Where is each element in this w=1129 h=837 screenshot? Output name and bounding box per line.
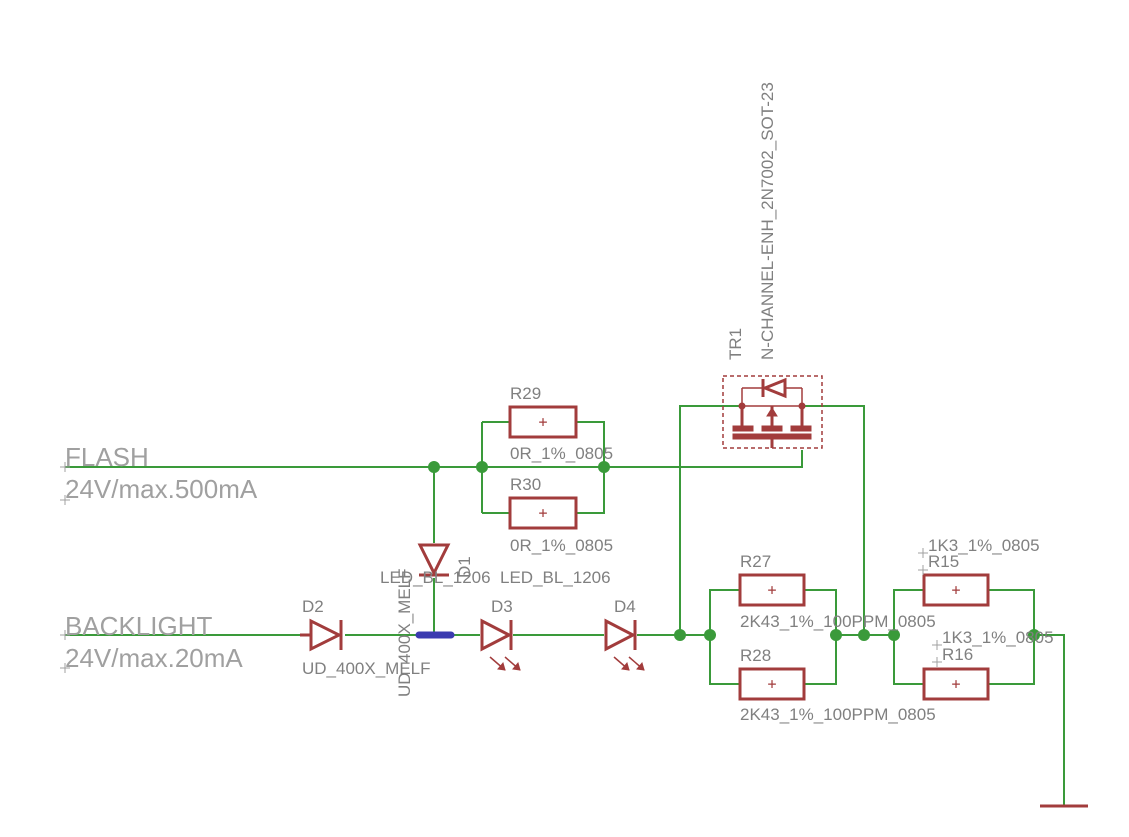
resistor-body: [738, 667, 806, 701]
net-backlight: BACKLIGHT 24V/max.20mA: [60, 611, 243, 673]
r29-ref: R29: [510, 384, 541, 403]
junction-dot: [888, 629, 900, 641]
r28-ref: R28: [740, 646, 771, 665]
origin-mark: [918, 548, 928, 558]
origin-mark: [60, 495, 70, 505]
channel-arrow: [766, 407, 778, 417]
led-d3[interactable]: D3 LED_BL_1206: [480, 568, 611, 671]
resistor-mark: +: [951, 675, 960, 693]
junction-dot: [858, 629, 870, 641]
d3-ref: D3: [491, 597, 513, 616]
transistor-tr1[interactable]: TR1 N-CHANNEL-ENH_2N7002_SOT-23: [722, 82, 823, 449]
junction-dot: [704, 629, 716, 641]
r15-ref: R15: [928, 552, 959, 571]
led-light-arrows: [489, 656, 521, 671]
junctions: [428, 461, 1040, 641]
diode-triangle: [309, 618, 343, 652]
origin-mark: [60, 462, 70, 472]
d3-value: LED_BL_1206: [500, 568, 611, 587]
resistor-r16[interactable]: + 1K3_1%_0805 R16: [922, 628, 1054, 701]
junction-dot: [674, 629, 686, 641]
origin-mark: [918, 565, 928, 575]
diode-triangle: [417, 543, 451, 577]
resistor-body: [508, 405, 578, 439]
tr1-ref: TR1: [726, 328, 745, 360]
diode-d2[interactable]: D2 UD_400X_MELF: [300, 597, 431, 678]
wires: [65, 405, 1065, 805]
d2-ref: D2: [302, 597, 324, 616]
d1-ref: D1: [455, 556, 474, 578]
resistor-mark: +: [538, 413, 547, 431]
led-d1[interactable]: D1 LED_BL_1206 UD_400X_MELF: [380, 543, 491, 697]
led-d4[interactable]: D4: [604, 597, 645, 671]
channel-segment: [732, 425, 754, 432]
origin-mark: [932, 640, 942, 650]
wire-tr1-right: [802, 405, 865, 635]
tr1-value: N-CHANNEL-ENH_2N7002_SOT-23: [758, 82, 777, 360]
d1-package: UD_400X_MELF: [395, 568, 414, 697]
resistor-mark: +: [538, 504, 547, 522]
net-flash-spec: 24V/max.500mA: [65, 474, 258, 504]
resistor-r30[interactable]: + R30 0R_1%_0805: [508, 475, 613, 555]
d2-value: UD_400X_MELF: [302, 659, 431, 678]
resistor-mark: +: [767, 581, 776, 599]
wire-to-ground: [1034, 634, 1065, 805]
net-backlight-name: BACKLIGHT: [65, 611, 212, 641]
r27-ref: R27: [740, 552, 771, 571]
r30-value: 0R_1%_0805: [510, 536, 613, 555]
r27-value: 2K43_1%_100PPM_0805: [740, 612, 936, 631]
resistor-r15[interactable]: + 1K3_1%_0805 R15: [918, 536, 1040, 607]
diode-triangle: [480, 618, 513, 652]
resistor-body: [922, 667, 990, 701]
diode-triangle: [604, 618, 637, 652]
r15-value: 1K3_1%_0805: [928, 536, 1040, 555]
junction-dot: [476, 461, 488, 473]
wire-tr1-left: [679, 405, 742, 635]
resistor-r28[interactable]: + R28 2K43_1%_100PPM_0805: [738, 646, 936, 724]
origin-mark: [932, 657, 942, 667]
resistor-body: [738, 573, 806, 607]
resistor-r27[interactable]: + R27 2K43_1%_100PPM_0805: [738, 552, 936, 631]
origin-mark: [60, 663, 70, 673]
d4-ref: D4: [614, 597, 636, 616]
channel-segment: [761, 425, 783, 432]
resistor-mark: +: [767, 675, 776, 693]
net-flash-name: FLASH: [65, 442, 149, 472]
d1-value: LED_BL_1206: [380, 568, 491, 587]
wire-flash-main: [65, 450, 803, 468]
gate-plate: [732, 433, 812, 440]
net-flash: FLASH 24V/max.500mA: [60, 442, 258, 505]
body-diode-triangle: [760, 377, 787, 399]
junction-dot: [428, 461, 440, 473]
resistor-mark: +: [951, 581, 960, 599]
resistor-r29[interactable]: + R29 0R_1%_0805: [508, 384, 613, 463]
r16-value: 1K3_1%_0805: [942, 628, 1054, 647]
junction-dot: [598, 461, 610, 473]
origin-mark: [60, 630, 70, 640]
resistor-body: [922, 573, 990, 607]
junction-dot: [830, 629, 842, 641]
r30-ref: R30: [510, 475, 541, 494]
r16-ref: R16: [942, 645, 973, 664]
resistor-body: [508, 496, 578, 530]
channel-segment: [790, 425, 812, 432]
junction-dot: [1028, 629, 1040, 641]
led-light-arrows: [613, 656, 645, 671]
r28-value: 2K43_1%_100PPM_0805: [740, 705, 936, 724]
r29-value: 0R_1%_0805: [510, 444, 613, 463]
net-backlight-spec: 24V/max.20mA: [65, 643, 243, 673]
